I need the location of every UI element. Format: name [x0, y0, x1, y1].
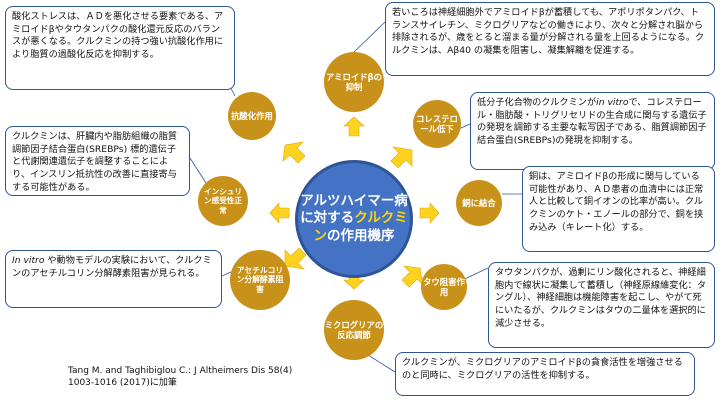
- callout-copper-text: 銅は、アミロイドβの形成に関与している可能性があり、ＡＤ患者の血清中には正常人と…: [529, 171, 704, 233]
- arrow-up-left-icon: [282, 141, 306, 164]
- node-ache: アセチルコリン分解酵素阻害: [230, 250, 290, 310]
- node-copper: 銅に結合: [456, 180, 502, 226]
- callout-microglia-text: クルクミンが、ミクログリアのアミロイドβの貪食活性を増強させるのと同時に、ミクロ…: [402, 357, 683, 381]
- node-microglia: ミクログリアの反応調節: [324, 300, 384, 360]
- callout-cholesterol-text-1: 低分子化合物のクルクミンが: [477, 97, 597, 108]
- callout-amyloid: 若いころは神経細胞外でアミロイドβが蓄積しても、アポリポタンパク、トランスサイレ…: [385, 2, 715, 76]
- callout-ache-text: や動物モデルの実験において、クルクミンのアセチルコリン分解酵素阻害が見られる。: [12, 255, 212, 279]
- callout-ache-italic: In vitro: [12, 255, 45, 266]
- leader-line-insulin: [189, 157, 209, 187]
- center-title-part1: アルツハイマー病に対する: [300, 193, 408, 227]
- citation: Tang M. and Taghibiglou C.: J Altheimers…: [68, 366, 293, 389]
- leader-line-amyloid: [351, 21, 386, 55]
- callout-antioxidant: 酸化ストレスは、ＡＤを悪化させる要素である、アミロイドβやタウタンパクの酸化還元…: [5, 6, 235, 90]
- callout-cholesterol-italic: in vitro: [596, 97, 629, 108]
- callout-amyloid-text: 若いころは神経細胞外でアミロイドβが蓄積しても、アポリポタンパク、トランスサイレ…: [392, 7, 705, 57]
- callout-microglia: クルクミンが、ミクログリアのアミロイドβの貪食活性を増強させるのと同時に、ミクロ…: [395, 352, 695, 396]
- arrow-up-right-icon: [390, 146, 413, 169]
- node-tau: タウ阻害作用: [421, 264, 467, 310]
- node-insulin: インシュリン感受性正常: [198, 176, 248, 226]
- arrow-up-icon: [343, 116, 365, 137]
- center-title-part2: の作用機序: [327, 227, 395, 244]
- arrow-left-icon: [269, 202, 290, 224]
- arrow-down-left-icon: [284, 247, 307, 270]
- callout-cholesterol: 低分子化合物のクルクミンがin vitroで、コレステロール・脂肪酸・トリグリセ…: [470, 92, 715, 170]
- arrow-right-icon: [419, 202, 440, 224]
- callout-tau: タウタンパクが、過剰にリン酸化されると、神経細胞内で線状に凝集して蓄積し（神経原…: [488, 262, 715, 348]
- node-antioxidant: 抗酸化作用: [228, 92, 276, 140]
- center-title: アルツハイマー病に対するクルクミンの作用機序: [298, 193, 410, 245]
- center-title-highlight: クルクミン: [313, 210, 408, 244]
- arrow-down-right-icon: [401, 265, 424, 288]
- node-cholesterol: コレステロール低下: [413, 100, 461, 148]
- callout-insulin: クルクミンは、肝臓内や脂肪組織の脂質調節因子結合蛋白(SREBPs) 標的遺伝子…: [5, 126, 190, 196]
- callout-cholesterol-text-2: で、コレステロール・脂肪酸・トリグリセリドの生合成に関与する遺伝子の発現を調節す…: [477, 97, 707, 147]
- callout-antioxidant-text: 酸化ストレスは、ＡＤを悪化させる要素である、アミロイドβやタウタンパクの酸化還元…: [12, 11, 224, 61]
- callout-insulin-text: クルクミンは、肝臓内や脂肪組織の脂質調節因子結合蛋白(SREBPs) 標的遺伝子…: [12, 131, 178, 193]
- node-amyloid: アミロイドβの抑制: [324, 52, 384, 112]
- callout-copper: 銅は、アミロイドβの形成に関与している可能性があり、ＡＤ患者の血清中には正常人と…: [522, 166, 715, 252]
- callout-ache: In vitro や動物モデルの実験において、クルクミンのアセチルコリン分解酵素…: [5, 250, 222, 308]
- center-node: アルツハイマー病に対するクルクミンの作用機序: [295, 160, 413, 278]
- callout-tau-text: タウタンパクが、過剰にリン酸化されると、神経細胞内で線状に凝集して蓄積し（神経原…: [495, 267, 707, 329]
